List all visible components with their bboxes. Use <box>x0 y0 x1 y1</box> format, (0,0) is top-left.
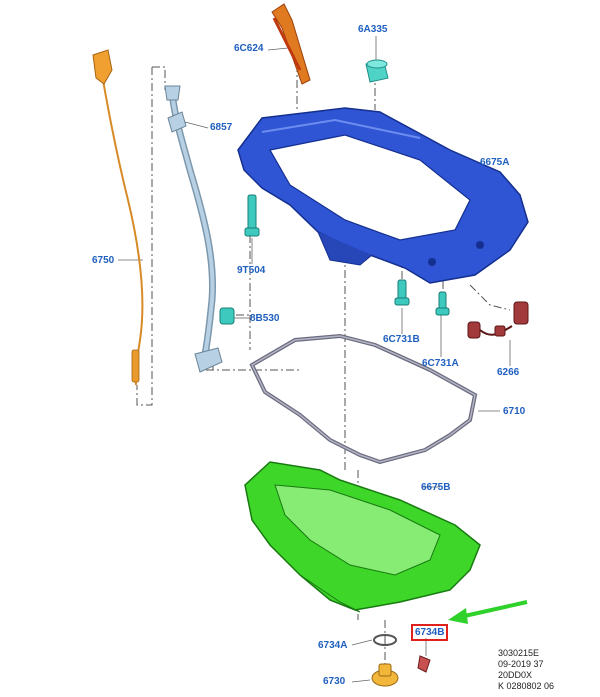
callout-9t504: 9T504 <box>237 265 266 276</box>
callout-6675b: 6675B <box>421 482 451 493</box>
info-line: 09-2019 37 <box>498 659 544 669</box>
callout-6675a: 6675A <box>480 157 510 168</box>
gasket-part <box>249 333 478 465</box>
bolts-part <box>219 194 450 325</box>
lower-oil-pan-part <box>244 461 481 613</box>
drain-seal-part <box>373 634 397 646</box>
callout-6710: 6710 <box>503 406 526 417</box>
info-line: 20DD0X <box>498 670 533 680</box>
oil-sensor-part <box>467 301 529 339</box>
callout-6c624: 6C624 <box>234 43 264 54</box>
callout-6c731a: 6C731A <box>422 358 459 369</box>
pointer-arrow-icon <box>448 600 528 624</box>
oil-filler-part <box>271 3 311 85</box>
callout-6734b: 6734B <box>411 624 449 641</box>
callout-6734a: 6734A <box>318 640 348 651</box>
dipstick-tube-part <box>164 85 223 373</box>
callout-6266: 6266 <box>497 367 520 378</box>
callout-6a335: 6A335 <box>358 24 388 35</box>
info-line: K 0280802 06 <box>498 681 555 691</box>
info-line: 3030215E <box>498 648 540 658</box>
callout-8b530: 8B530 <box>250 313 280 324</box>
document-info-block: 3030215E 09-2019 37 20DD0X K 0280802 06 <box>498 648 598 692</box>
drain-plug-part <box>371 663 399 687</box>
drain-clip-part <box>417 655 431 673</box>
callout-6857: 6857 <box>210 122 233 133</box>
callout-6c731b: 6C731B <box>383 334 420 345</box>
dipstick-part <box>92 49 144 386</box>
cap-part <box>365 59 389 83</box>
callout-6750: 6750 <box>92 255 115 266</box>
upper-oil-pan-part <box>237 107 529 284</box>
callout-6730: 6730 <box>323 676 346 687</box>
